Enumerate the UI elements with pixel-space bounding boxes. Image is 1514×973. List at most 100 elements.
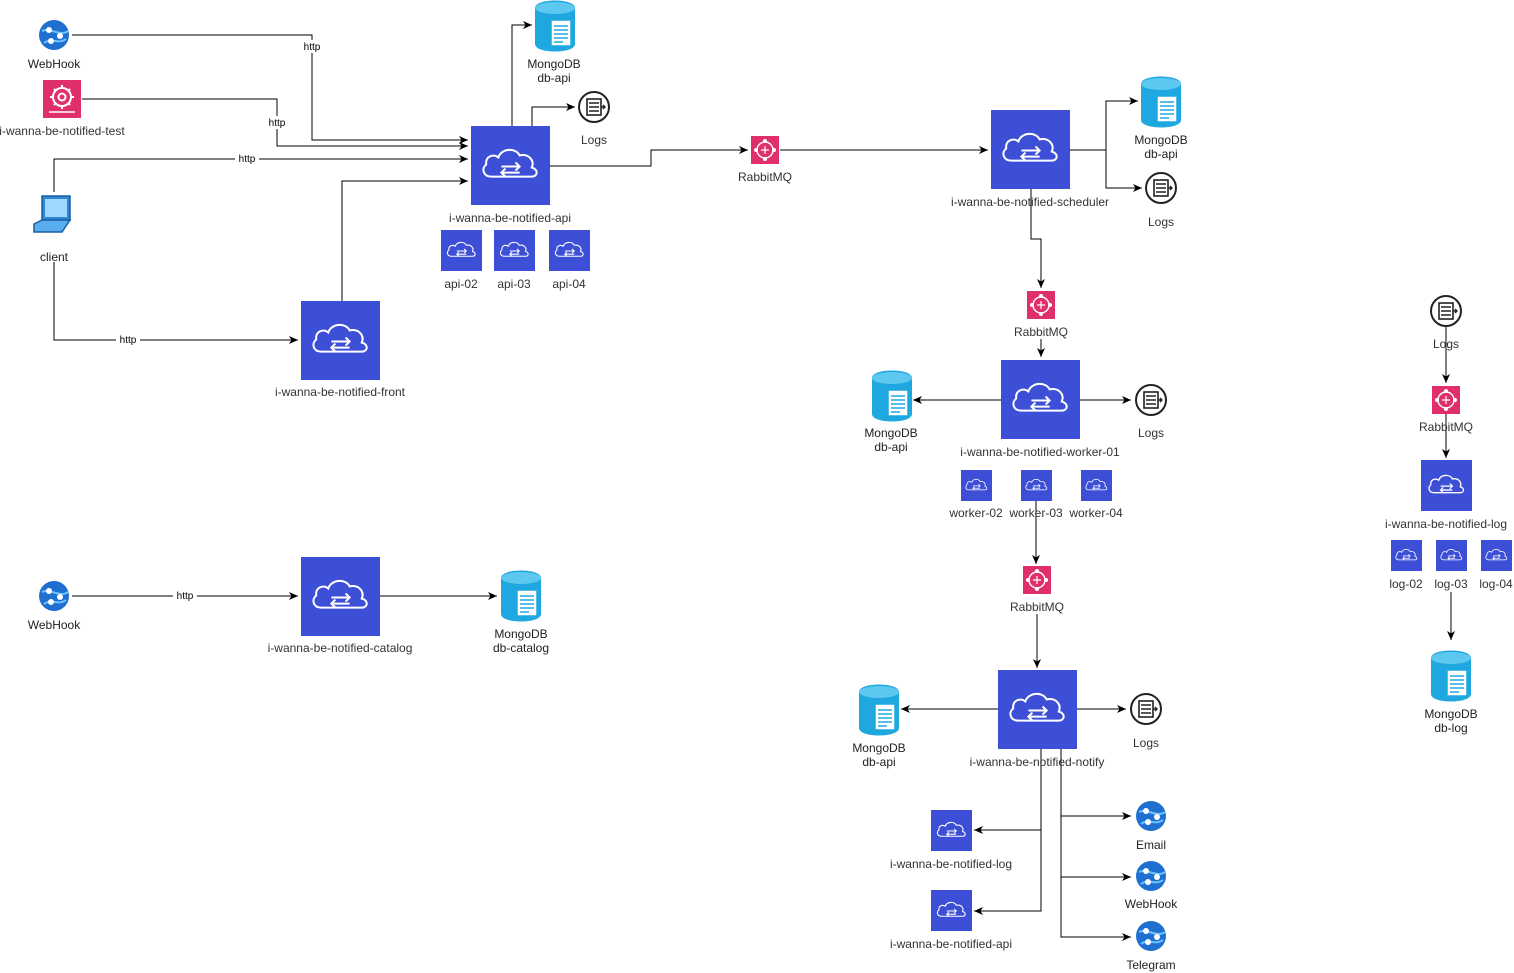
database-icon [1430, 650, 1472, 702]
node-label: RabbitMQ [1010, 600, 1064, 614]
node-label: i-wanna-be-notified-worker-01 [960, 445, 1120, 459]
node-label-line1: MongoDB [864, 426, 917, 440]
node-label: Logs [1138, 426, 1164, 440]
logs-icon [1145, 172, 1177, 204]
node-label: WebHook [28, 618, 81, 632]
node-worker-04[interactable]: worker-04 [1068, 470, 1123, 520]
node-webhook-catalog[interactable]: WebHook [28, 580, 81, 632]
service-icon [1021, 470, 1052, 501]
node-logs-worker[interactable]: Logs [1135, 384, 1167, 440]
node-worker[interactable]: i-wanna-be-notified-worker-01 [960, 360, 1120, 459]
config-icon [43, 80, 81, 118]
database-icon [858, 684, 900, 736]
edge-client-api [53, 155, 468, 192]
service-icon [471, 126, 550, 205]
node-catalog[interactable]: i-wanna-be-notified-catalog [268, 557, 413, 655]
node-label: i-wanna-be-notified-api [890, 937, 1012, 951]
node-label: i-wanna-be-notified-log [1385, 517, 1507, 531]
node-logs-api[interactable]: Logs [578, 91, 610, 147]
node-label: i-wanna-be-notified-scheduler [951, 195, 1109, 209]
node-label: worker-04 [1068, 506, 1123, 520]
node-db-api-top[interactable]: MongoDB db-api [527, 0, 581, 86]
node-notify-log[interactable]: i-wanna-be-notified-log [890, 810, 1012, 871]
queue-icon [1027, 291, 1055, 319]
node-db-log[interactable]: MongoDB db-log [1424, 650, 1478, 736]
logs-icon [1430, 295, 1462, 327]
node-api-04[interactable]: api-04 [549, 230, 590, 291]
node-label-line1: MongoDB [1424, 707, 1477, 721]
service-icon [1481, 540, 1512, 571]
node-api-02[interactable]: api-02 [441, 230, 482, 291]
node-logs-right[interactable]: Logs [1430, 295, 1462, 351]
node-label-line2: db-api [537, 71, 570, 85]
webhook-icon [38, 580, 70, 612]
node-api-03[interactable]: api-03 [494, 230, 535, 291]
node-rabbit-3[interactable]: RabbitMQ [1010, 566, 1064, 614]
node-label: i-wanna-be-notified-catalog [268, 641, 413, 655]
email-icon [1135, 800, 1167, 832]
edge-label: http [239, 154, 256, 165]
node-front[interactable]: i-wanna-be-notified-front [275, 301, 406, 399]
node-label-line2: db-log [1434, 721, 1467, 735]
node-telegram[interactable]: Telegram [1126, 920, 1176, 972]
database-icon [500, 570, 542, 622]
node-webhook-top[interactable]: WebHook [28, 19, 81, 71]
node-log-04[interactable]: log-04 [1479, 540, 1513, 591]
service-icon [991, 110, 1070, 189]
edge-label: http [269, 118, 286, 129]
node-label: RabbitMQ [738, 170, 792, 184]
service-icon [549, 230, 590, 271]
service-icon [1436, 540, 1467, 571]
service-icon [931, 890, 972, 931]
service-icon [301, 557, 380, 636]
edge-api-db [511, 21, 532, 126]
node-webhook-out[interactable]: WebHook [1125, 860, 1178, 911]
service-icon [1391, 540, 1422, 571]
node-logs-sched[interactable]: Logs [1145, 172, 1177, 229]
node-label-line2: db-catalog [493, 641, 549, 655]
node-label-line1: MongoDB [494, 627, 547, 641]
node-worker-03[interactable]: worker-03 [1008, 470, 1063, 520]
edge-scheduler-logs [1105, 150, 1142, 192]
node-label: RabbitMQ [1419, 420, 1473, 434]
edge-scheduler-db [1070, 97, 1138, 151]
node-notify[interactable]: i-wanna-be-notified-notify [970, 670, 1105, 769]
node-log-svc[interactable]: i-wanna-be-notified-log [1385, 460, 1507, 531]
queue-icon [1432, 386, 1460, 414]
node-rabbit-1[interactable]: RabbitMQ [738, 136, 792, 184]
edge-notify-api [974, 830, 1042, 915]
node-logs-notify[interactable]: Logs [1130, 693, 1162, 750]
node-scheduler[interactable]: i-wanna-be-notified-scheduler [951, 110, 1109, 209]
node-api[interactable]: i-wanna-be-notified-api [449, 126, 571, 225]
queue-icon [1023, 566, 1051, 594]
node-worker-02[interactable]: worker-02 [948, 470, 1003, 520]
node-label-line1: MongoDB [1134, 133, 1187, 147]
edge-client-front [53, 262, 298, 344]
node-test-app[interactable]: i-wanna-be-notified-test [0, 80, 125, 138]
node-log-02[interactable]: log-02 [1389, 540, 1423, 591]
edge-webhook-api [72, 34, 468, 144]
service-icon [494, 230, 535, 271]
node-client[interactable]: client [33, 195, 71, 264]
node-notify-api[interactable]: i-wanna-be-notified-api [890, 890, 1012, 951]
edge-label: http [177, 591, 194, 602]
node-db-worker[interactable]: MongoDB db-api [864, 370, 918, 455]
node-rabbit-2[interactable]: RabbitMQ [1014, 291, 1068, 339]
node-db-sched[interactable]: MongoDB db-api [1134, 76, 1188, 162]
node-db-catalog[interactable]: MongoDB db-catalog [493, 570, 549, 656]
node-label: RabbitMQ [1014, 325, 1068, 339]
node-log-03[interactable]: log-03 [1434, 540, 1468, 591]
node-label: worker-03 [1008, 506, 1063, 520]
node-email[interactable]: Email [1135, 800, 1167, 852]
node-label: Logs [581, 133, 607, 147]
node-label: log-03 [1434, 577, 1468, 591]
service-icon [998, 670, 1077, 749]
node-db-notify[interactable]: MongoDB db-api [852, 684, 906, 770]
telegram-icon [1135, 920, 1167, 952]
service-icon [301, 301, 380, 380]
node-label: i-wanna-be-notified-front [275, 385, 406, 399]
edge-notify-telegram [1060, 877, 1131, 941]
node-rabbit-4[interactable]: RabbitMQ [1419, 386, 1473, 434]
edge-label: http [120, 335, 137, 346]
